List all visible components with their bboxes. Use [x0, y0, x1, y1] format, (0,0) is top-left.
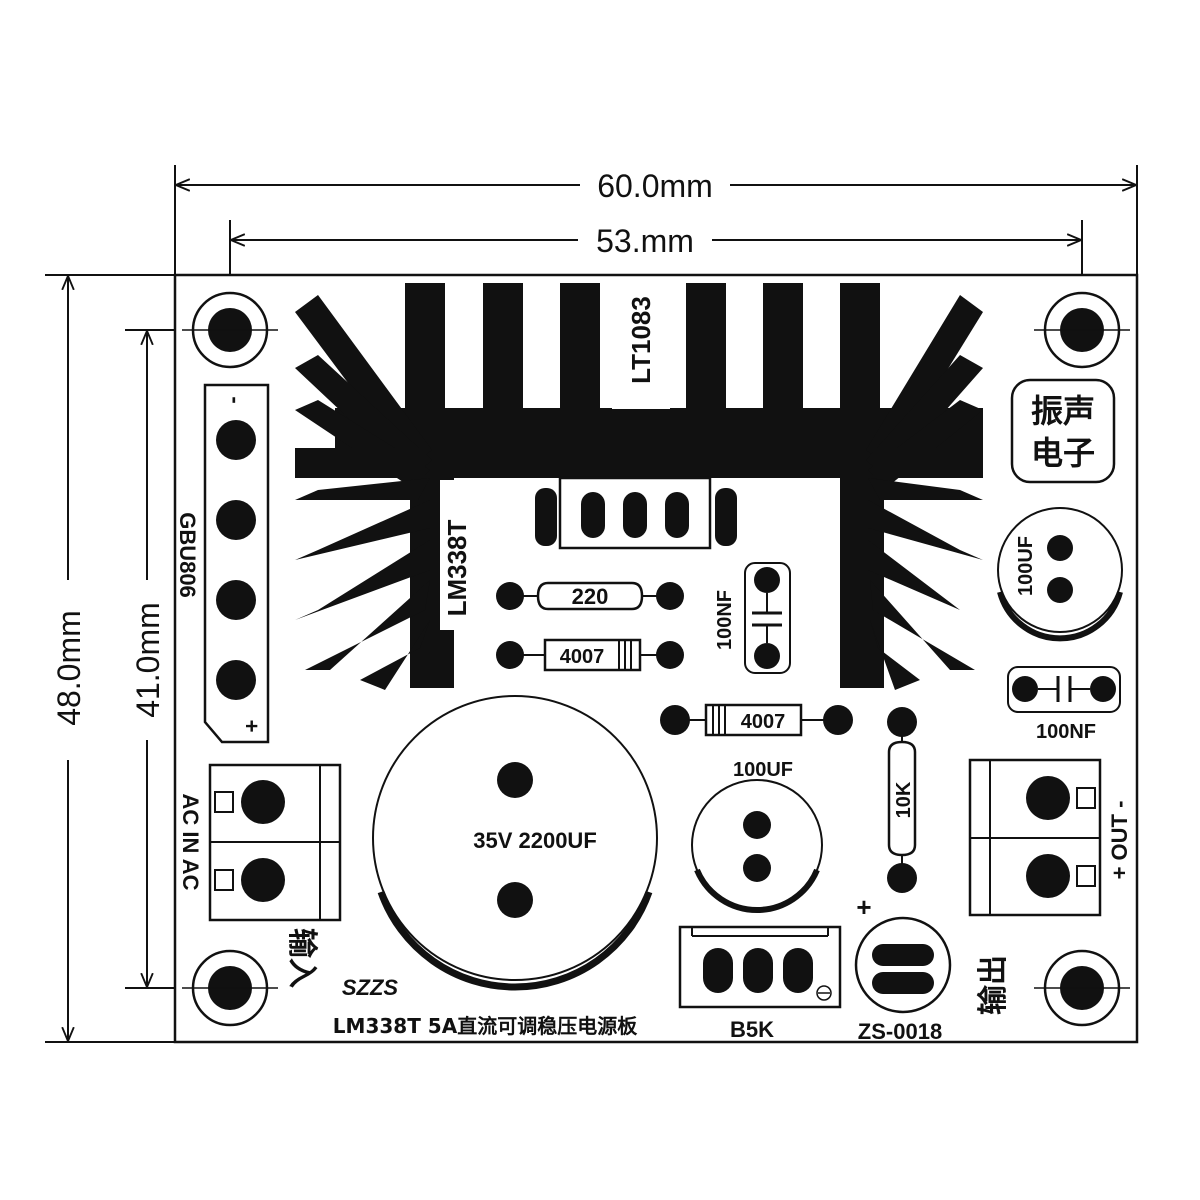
lm338t-label: LM338T [442, 519, 472, 616]
pot-label: B5K [730, 1017, 774, 1042]
capacitor-100nf-mid: 100NF [714, 562, 791, 674]
mounting-hole-bottom-right [1034, 949, 1130, 1027]
ac-input-terminal [208, 763, 342, 922]
capacitor-100uf-mid: 100UF [691, 759, 823, 913]
mounting-hole-top-left [182, 291, 278, 369]
dimension-outer-height: 48.0mm [51, 277, 87, 1040]
dim-label-outer-width: 60.0mm [597, 168, 713, 204]
logo-label: SZZS [342, 975, 399, 1000]
capacitor-main: 35V 2200UF [372, 695, 658, 991]
dimension-outer-width: 60.0mm [177, 168, 1135, 204]
diode-4007-b: 4007 [660, 703, 853, 737]
ac-in-label: AC IN AC [178, 794, 203, 891]
bridge-plus-label: + [239, 720, 264, 733]
res-10k-label: 10K [893, 781, 915, 818]
dim-label-hole-width: 53.mm [596, 223, 694, 259]
resistor-220: 220 [496, 581, 684, 611]
capacitor-100uf-top: 100UF [997, 507, 1123, 642]
out-label: + OUT - [1107, 801, 1132, 880]
model-label: ZS-0018 [858, 1019, 942, 1044]
capacitor-100nf-right: 100NF [1007, 666, 1121, 743]
lt1083-label-area [612, 283, 670, 409]
gbu806-label: GBU806 [175, 512, 200, 598]
board-title: LM338T 5A直流可调稳压电源板 [333, 1014, 638, 1038]
led-plus-label: + [856, 892, 871, 922]
bridge-minus-label: - [223, 396, 248, 403]
diode-4007-a-label: 4007 [560, 646, 605, 668]
bridge-rectifier: - + [203, 383, 270, 744]
cap-100uf-mid-label: 100UF [733, 759, 793, 781]
resistor-10k: 10K [887, 707, 917, 893]
dim-label-outer-height: 48.0mm [51, 610, 87, 726]
brand-line2: 电子 [1031, 434, 1095, 472]
cap-100nf-right-label: 100NF [1036, 721, 1096, 743]
mounting-hole-bottom-left [182, 949, 278, 1027]
cap-100uf-top-label: 100UF [1015, 536, 1037, 596]
dim-label-hole-height: 41.0mm [130, 602, 166, 718]
res-220-label: 220 [572, 584, 609, 609]
lm338t-label-area [440, 480, 470, 630]
diode-4007-a: 4007 [496, 638, 684, 672]
mounting-holes [182, 291, 1130, 1027]
input-cn-label: 输入 [284, 928, 319, 988]
dimension-hole-width: 53.mm [232, 223, 1080, 259]
cap-100nf-mid-label: 100NF [714, 590, 736, 650]
diode-4007-b-label: 4007 [741, 711, 786, 733]
brand-line1: 振声 [1031, 392, 1095, 430]
heatsink [295, 283, 983, 690]
regulator-footprint [535, 476, 737, 550]
lt1083-label: LT1083 [626, 296, 656, 384]
dimension-hole-height: 41.0mm [130, 332, 166, 986]
led-footprint: + [854, 892, 952, 1014]
main-cap-label: 35V 2200UF [473, 828, 597, 853]
output-cn-label: 输出 [976, 955, 1011, 1015]
brand-box: 振声 电子 [1010, 378, 1116, 484]
dc-output-terminal [968, 758, 1102, 917]
potentiometer [678, 925, 842, 1009]
mounting-hole-top-right [1034, 291, 1130, 369]
